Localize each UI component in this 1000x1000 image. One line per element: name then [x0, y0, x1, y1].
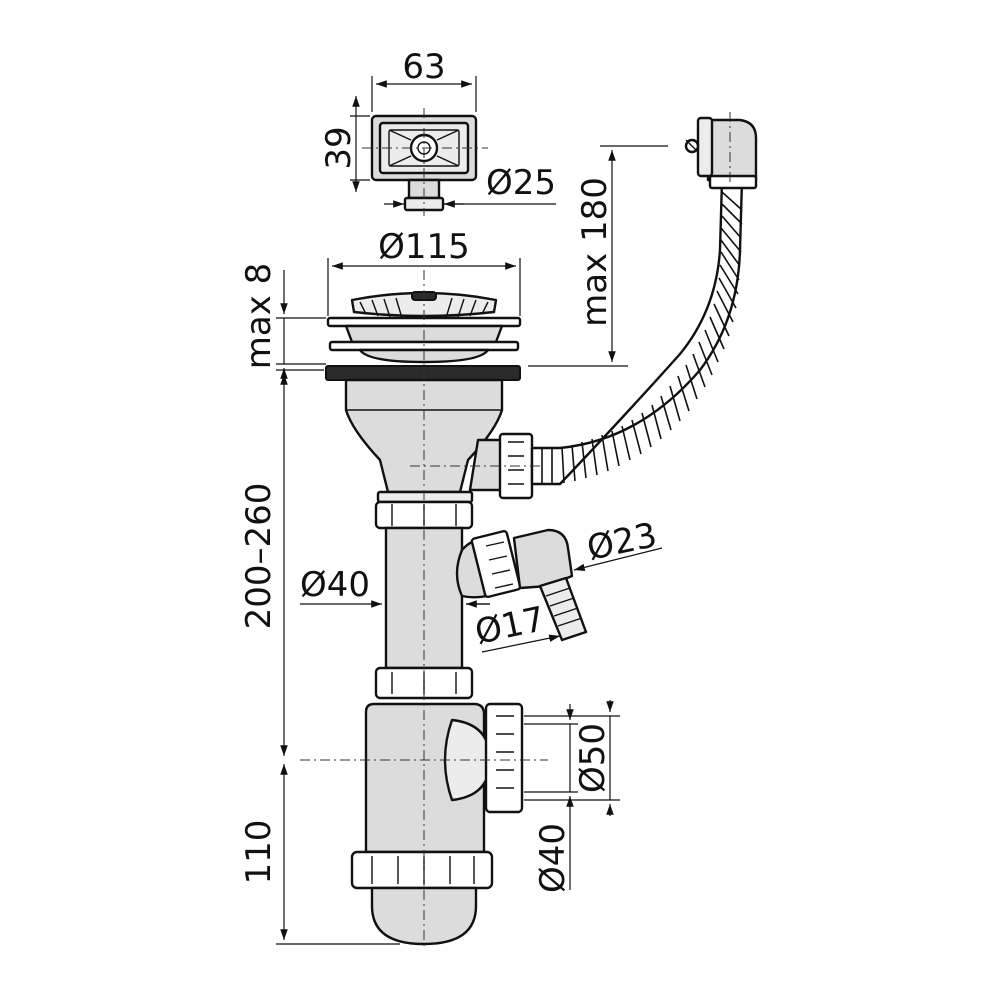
- dimension-strainer-diameter: Ø115: [327, 227, 521, 316]
- dimension-hose-connector: Ø23: [573, 515, 663, 572]
- dimension-label-max180: max 180: [575, 177, 615, 327]
- dimension-overflow-outlet: Ø25: [384, 163, 556, 208]
- overflow-hose: [530, 112, 758, 486]
- dimension-outlet-small: Ø40: [524, 704, 578, 893]
- dimension-hose-height: max 180: [528, 145, 668, 367]
- dimension-label-110: 110: [239, 820, 279, 885]
- dimension-hose-connector-small: Ø17: [472, 599, 561, 653]
- dimension-trap-height: 110: [239, 764, 400, 945]
- dimension-label-39: 39: [319, 126, 359, 169]
- drain-body: [344, 378, 534, 504]
- dimension-outlet-large: Ø50: [524, 700, 620, 816]
- dimension-label-63: 63: [402, 47, 445, 87]
- center-lines: [300, 270, 548, 950]
- overflow-grille: [362, 108, 488, 216]
- dimension-label-o50: Ø50: [573, 723, 613, 793]
- sink-gasket: [325, 365, 521, 381]
- dimension-label-200-260: 200–260: [239, 483, 279, 630]
- dimension-label-o40-pipe: Ø40: [300, 565, 370, 605]
- dimension-overflow-width: 63: [371, 47, 477, 112]
- dimension-flange-thickness: max 8: [239, 263, 326, 384]
- dimension-label-o25: Ø25: [486, 163, 556, 203]
- dimension-label-o40-outlet: Ø40: [533, 823, 573, 893]
- dimension-drain-length: 200–260: [239, 369, 324, 756]
- dimension-label-max8: max 8: [239, 263, 279, 370]
- dimension-overflow-height: 39: [319, 96, 370, 192]
- appliance-connector: [455, 528, 588, 642]
- dimension-label-o17: Ø17: [472, 599, 549, 653]
- dimension-label-o23: Ø23: [584, 515, 661, 569]
- bottle-trap: [350, 702, 524, 946]
- dimension-pipe-diameter: Ø40: [300, 565, 490, 608]
- dimension-label-o115: Ø115: [378, 227, 470, 267]
